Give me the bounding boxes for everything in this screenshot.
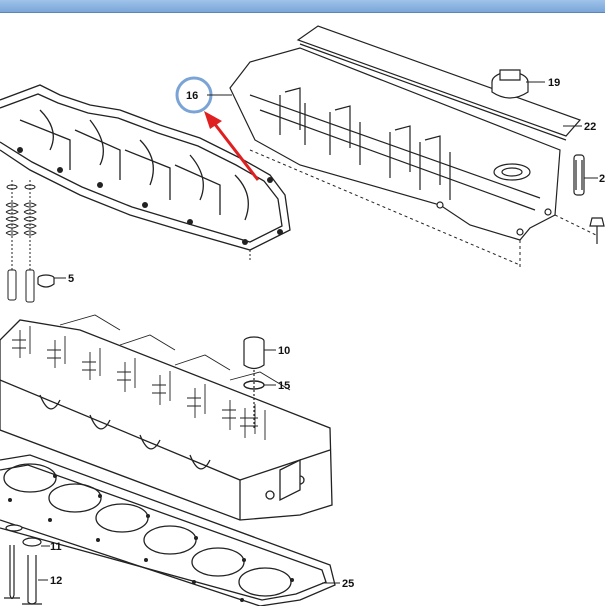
leader-lines xyxy=(38,81,598,584)
callout-22: 22 xyxy=(584,121,596,133)
callout-16: 16 xyxy=(186,90,198,102)
valves xyxy=(4,524,42,605)
callout-19: 19 xyxy=(548,77,560,89)
gasket-dots xyxy=(8,474,294,602)
callout-10: 10 xyxy=(278,345,290,357)
callout-11: 11 xyxy=(50,541,62,553)
alignment-dashes xyxy=(249,149,599,268)
valve-seal xyxy=(37,274,55,288)
callout-5: 5 xyxy=(68,273,74,285)
callout-12: 12 xyxy=(50,575,62,587)
cover-bolt xyxy=(589,217,605,244)
gasket-bolt-holes xyxy=(17,147,283,245)
cover-gasket xyxy=(0,84,291,251)
callout-25: 25 xyxy=(342,578,354,590)
sleeve-part xyxy=(573,154,585,196)
injector-sleeve xyxy=(243,336,265,430)
valve-springs xyxy=(5,180,37,303)
callout-15: 15 xyxy=(278,380,290,392)
oil-filler-cap xyxy=(491,69,529,99)
head-valve-springs xyxy=(12,314,291,440)
callout-2: 2 xyxy=(599,173,605,185)
valve-cover xyxy=(229,25,582,241)
red-arrow xyxy=(204,111,260,181)
window-title-bar xyxy=(0,0,605,13)
